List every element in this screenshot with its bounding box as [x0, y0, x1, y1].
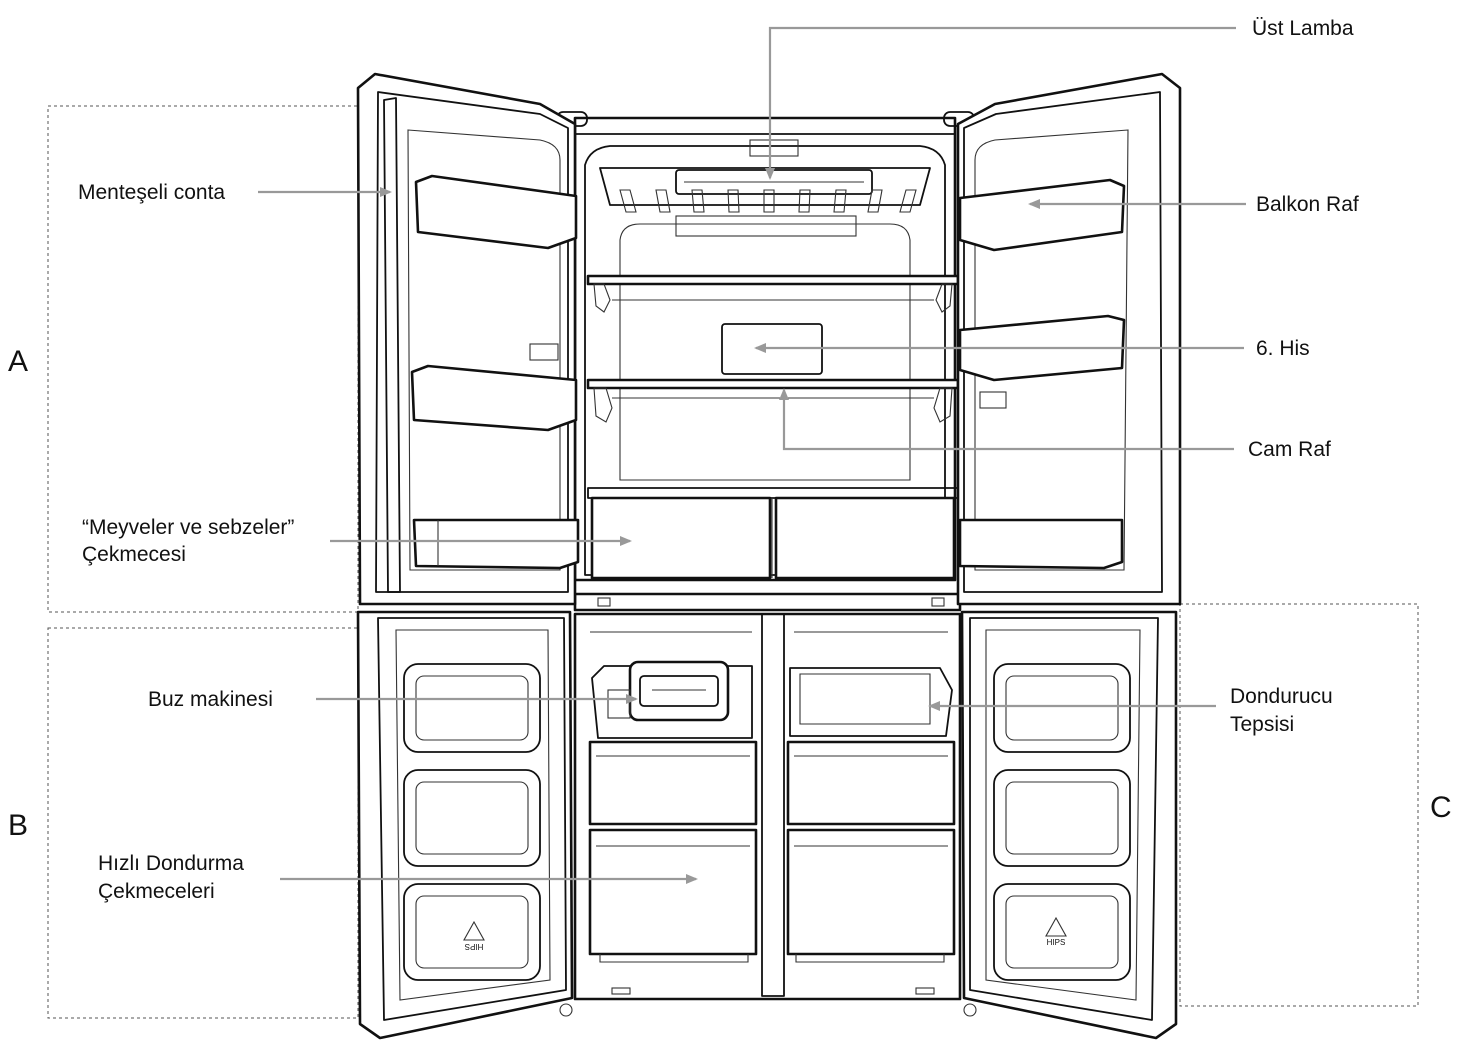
label-buz-makinesi: Buz makinesi — [148, 688, 273, 711]
callout-arrows — [258, 26, 1246, 884]
label-dondurucu-line2: Tepsisi — [1230, 713, 1294, 736]
recycle-mark-right: HIPS — [1047, 938, 1066, 947]
zone-label-b: B — [8, 809, 28, 842]
label-dondurucu-line1: Dondurucu — [1230, 685, 1333, 708]
zone-b-box — [47, 627, 359, 1019]
lower-left-door — [356, 610, 574, 1040]
label-hizli-line2: Çekmeceleri — [98, 880, 215, 903]
label-ust-lamba: Üst Lamba — [1252, 17, 1354, 40]
lower-right-door — [960, 610, 1178, 1040]
label-6-his: 6. His — [1256, 337, 1310, 360]
zone-label-c: C — [1430, 791, 1452, 824]
label-meyveler-line2: Çekmecesi — [82, 543, 186, 566]
zone-c-box — [1179, 603, 1419, 1007]
label-hizli-line1: Hızlı Dondurma — [98, 852, 244, 875]
label-cam-raf: Cam Raf — [1248, 438, 1331, 461]
upper-right-door — [956, 72, 1182, 606]
label-meyveler-line1: “Meyveler ve sebzeler” — [82, 516, 294, 539]
label-menteseli-conta: Menteşeli conta — [78, 181, 225, 204]
upper-left-door — [356, 72, 580, 606]
zone-label-a: A — [8, 345, 28, 378]
lower-cabinet — [573, 612, 962, 1001]
upper-cabinet — [556, 111, 975, 612]
label-balkon-raf: Balkon Raf — [1256, 193, 1359, 216]
recycle-mark-left: HIPS — [465, 942, 484, 951]
